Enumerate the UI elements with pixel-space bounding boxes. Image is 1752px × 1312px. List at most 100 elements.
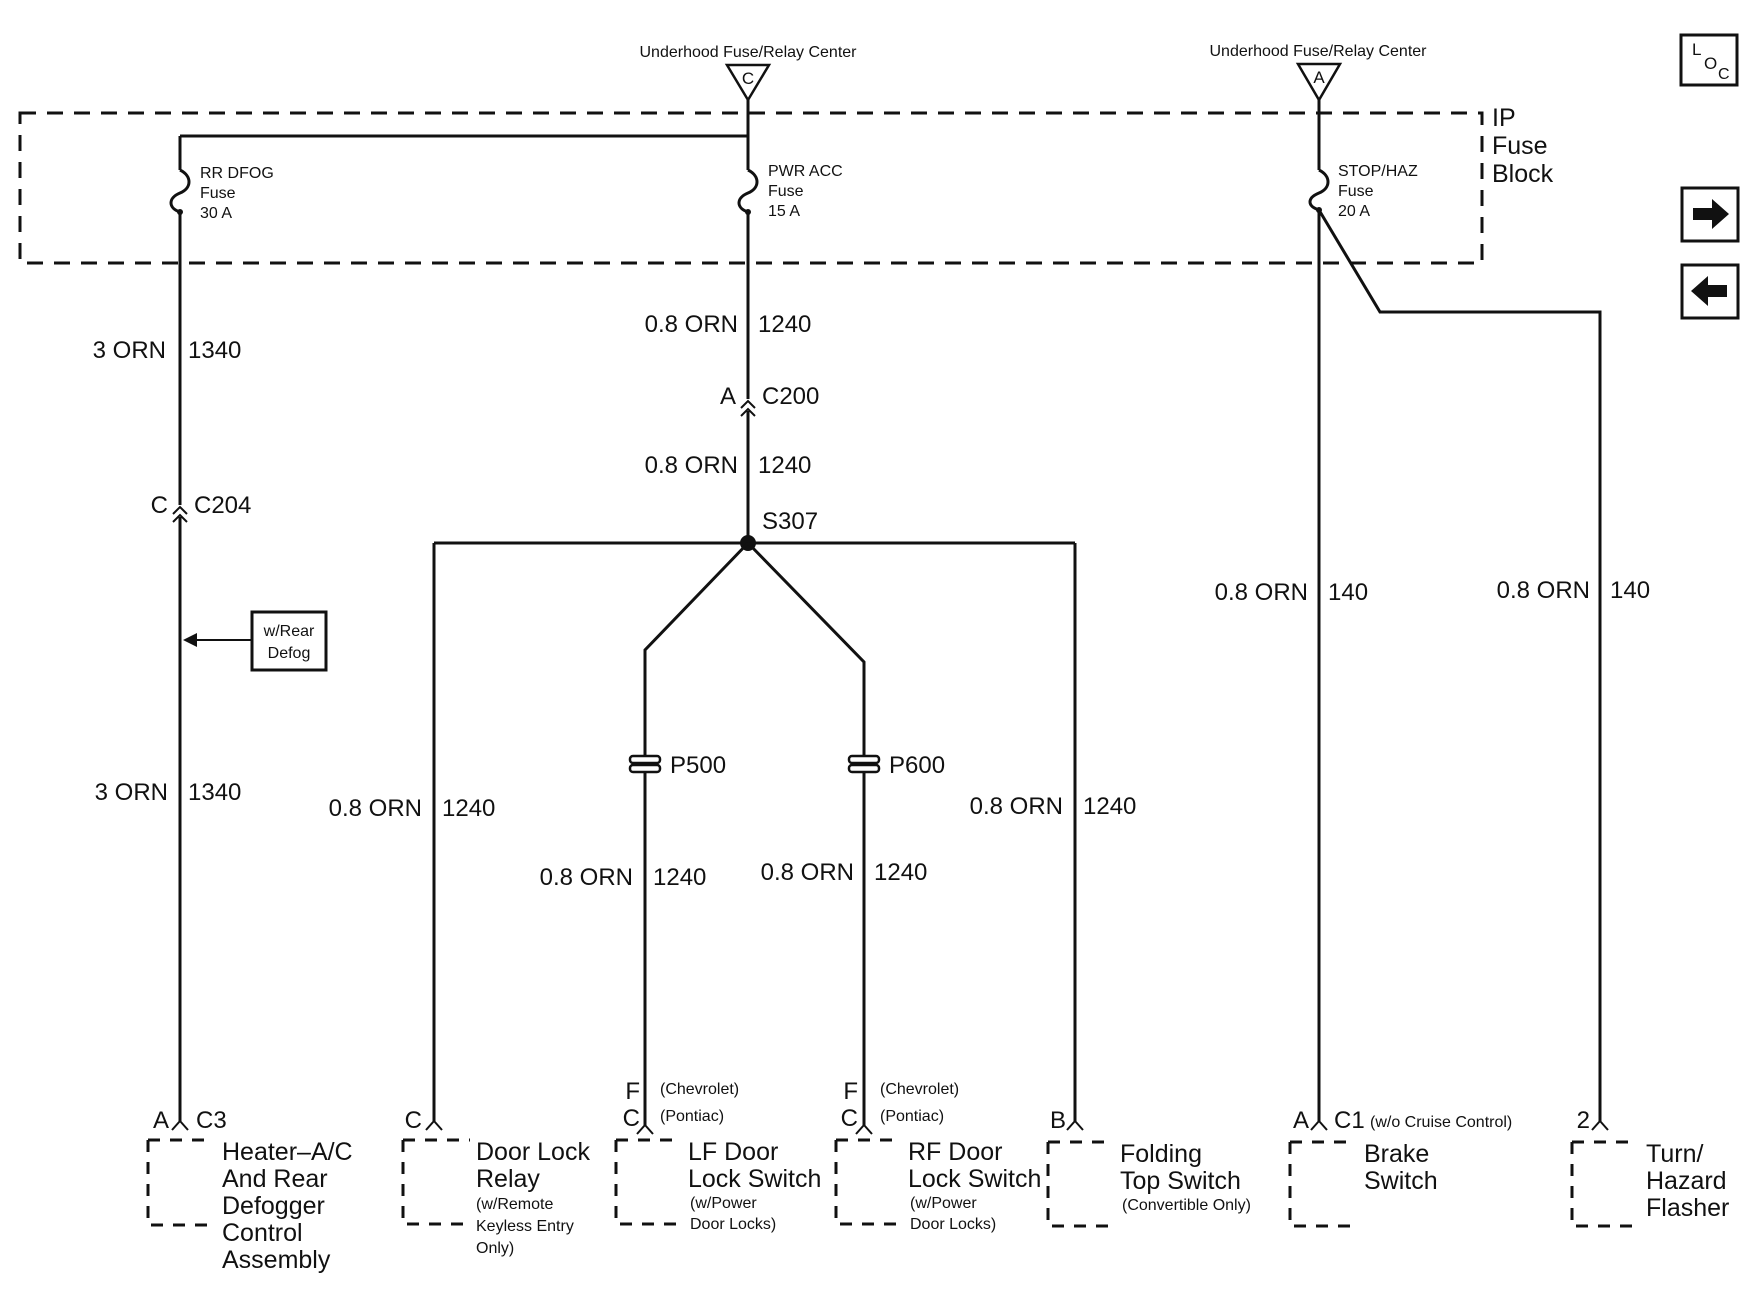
folding-line2: Top Switch	[1120, 1167, 1241, 1195]
lf-pin-chev: F	[625, 1078, 640, 1105]
option-box-line2: Defog	[268, 645, 311, 662]
fuse-block-line2: Fuse	[1492, 132, 1548, 160]
brake-line2: Switch	[1364, 1167, 1438, 1195]
passthrough-p500: P500	[628, 752, 726, 779]
heater-line4: Control	[222, 1219, 303, 1247]
passthrough-p600-label: P600	[889, 752, 945, 779]
wire-label-1340-bot: 3 ORN 1340	[95, 779, 242, 806]
connector-c200-pin: A	[720, 383, 736, 410]
heater-pin: A	[153, 1107, 169, 1134]
connector-c204-name: C204	[194, 492, 251, 519]
lf-line2: Lock Switch	[688, 1165, 821, 1193]
wire-1240-relay-circuit: 1240	[442, 795, 495, 822]
fuse-block-line3: Block	[1492, 160, 1554, 188]
rf-note2: Door Locks)	[910, 1216, 996, 1233]
splice-s307: S307	[740, 508, 818, 551]
wire-140-flasher-gauge: 0.8 ORN	[1497, 577, 1590, 604]
component-heater-ac: A C3 Heater–A/C And Rear Defogger Contro…	[146, 1107, 353, 1274]
rf-chev: (Chevrolet)	[880, 1081, 959, 1098]
component-lf-door-lock-switch: F C (Chevrolet) (Pontiac) LF Door Lock S…	[614, 1078, 821, 1233]
fuse-block-line1: IP	[1492, 104, 1516, 132]
flasher-pin: 2	[1577, 1107, 1590, 1134]
ip-fuse-block: IP Fuse Block	[18, 104, 1554, 265]
rf-note1: (w/Power	[910, 1195, 977, 1212]
fuse-rr-dfog-type: Fuse	[200, 185, 236, 202]
wire-1240-a-gauge: 0.8 ORN	[645, 311, 738, 338]
rf-line2: Lock Switch	[908, 1165, 1041, 1193]
flasher-line3: Flasher	[1646, 1194, 1729, 1222]
relay-line1: Door Lock	[476, 1138, 590, 1166]
loc-letter-l: L	[1692, 40, 1701, 59]
folding-line1: Folding	[1120, 1140, 1202, 1168]
flasher-line2: Hazard	[1646, 1167, 1727, 1195]
arrow-right-icon	[1693, 199, 1729, 229]
brake-conn-note: (w/o Cruise Control)	[1370, 1114, 1512, 1131]
connector-c204: C C204	[151, 492, 251, 523]
brake-line1: Brake	[1364, 1140, 1429, 1168]
component-folding-top-switch: B Folding Top Switch (Convertible Only)	[1046, 1107, 1251, 1228]
relay-note3: Only)	[476, 1240, 514, 1257]
rf-pont: (Pontiac)	[880, 1108, 944, 1125]
heater-line1: Heater–A/C	[222, 1138, 353, 1166]
source-left: Underhood Fuse/Relay Center C	[639, 44, 857, 103]
heater-conn: C3	[196, 1107, 227, 1134]
component-turn-hazard-flasher: 2 Turn/ Hazard Flasher	[1570, 1107, 1729, 1228]
wire-1240-rf-gauge: 0.8 ORN	[761, 859, 854, 886]
rf-pin-chev: F	[843, 1078, 858, 1105]
source-right: Underhood Fuse/Relay Center A	[1209, 43, 1427, 103]
wire-140-flasher-circuit: 140	[1610, 577, 1650, 604]
source-right-terminal: A	[1313, 68, 1325, 87]
loc-button[interactable]: L O C	[1679, 33, 1739, 87]
option-box-rear-defog: w/Rear Defog	[183, 610, 328, 672]
fuse-stop-haz-name: STOP/HAZ	[1338, 163, 1418, 180]
wire-label-1240-lf: 0.8 ORN 1240	[540, 864, 707, 891]
next-page-button[interactable]	[1680, 186, 1740, 243]
wire-label-1240-rf: 0.8 ORN 1240	[761, 859, 928, 886]
wire-label-140-flasher: 0.8 ORN 140	[1497, 577, 1650, 604]
relay-pin: C	[405, 1107, 422, 1134]
wire-label-1240-a: 0.8 ORN 1240	[645, 311, 812, 338]
connector-c204-pin: C	[151, 492, 168, 519]
wire-1340-bot-gauge: 3 ORN	[95, 779, 168, 806]
loc-letter-c: C	[1718, 66, 1730, 83]
rf-line1: RF Door	[908, 1138, 1002, 1166]
heater-line3: Defogger	[222, 1192, 325, 1220]
wire-140-brake-gauge: 0.8 ORN	[1215, 579, 1308, 606]
wire-1240-rf-circuit: 1240	[874, 859, 927, 886]
lf-pont: (Pontiac)	[660, 1108, 724, 1125]
relay-line2: Relay	[476, 1165, 540, 1193]
connector-c200-name: C200	[762, 383, 819, 410]
wire-label-1340-top: 3 ORN 1340	[93, 337, 242, 364]
wire-label-1240-fold: 0.8 ORN 1240	[970, 793, 1137, 820]
wire-1340-top-gauge: 3 ORN	[93, 337, 166, 364]
source-left-terminal: C	[742, 69, 754, 88]
lf-note1: (w/Power	[690, 1195, 757, 1212]
relay-note1: (w/Remote	[476, 1196, 553, 1213]
source-left-name: Underhood Fuse/Relay Center	[639, 44, 857, 61]
lf-pin-pont: C	[623, 1105, 640, 1132]
option-box-line1: w/Rear	[263, 623, 315, 640]
wire-1340-top-circuit: 1340	[188, 337, 241, 364]
rf-pin-pont: C	[841, 1105, 858, 1132]
loc-letter-o: O	[1704, 54, 1717, 73]
wire-label-140-brake: 0.8 ORN 140	[1215, 579, 1368, 606]
fuse-pwr-acc-rating: 15 A	[768, 203, 800, 220]
component-rf-door-lock-switch: F C (Chevrolet) (Pontiac) RF Door Lock S…	[834, 1078, 1041, 1233]
brake-pin: A	[1293, 1107, 1309, 1134]
fuse-stop-haz: STOP/HAZ Fuse 20 A	[1308, 163, 1418, 220]
splice-s307-label: S307	[762, 508, 818, 535]
wire-label-1240-relay: 0.8 ORN 1240	[329, 795, 496, 822]
wire-1240-lf-gauge: 0.8 ORN	[540, 864, 633, 891]
flasher-line1: Turn/	[1646, 1140, 1703, 1168]
wire-1340-bot-circuit: 1340	[188, 779, 241, 806]
component-brake-switch: A C1 (w/o Cruise Control) Brake Switch	[1288, 1107, 1512, 1228]
wire-1240-fold-gauge: 0.8 ORN	[970, 793, 1063, 820]
wire-1240-b-circuit: 1240	[758, 452, 811, 479]
prev-page-button[interactable]	[1680, 263, 1740, 320]
passthrough-p500-label: P500	[670, 752, 726, 779]
wire-140-brake-circuit: 140	[1328, 579, 1368, 606]
fuse-stop-haz-rating: 20 A	[1338, 203, 1370, 220]
heater-line2: And Rear	[222, 1165, 328, 1193]
folding-note: (Convertible Only)	[1122, 1197, 1251, 1214]
lf-chev: (Chevrolet)	[660, 1081, 739, 1098]
